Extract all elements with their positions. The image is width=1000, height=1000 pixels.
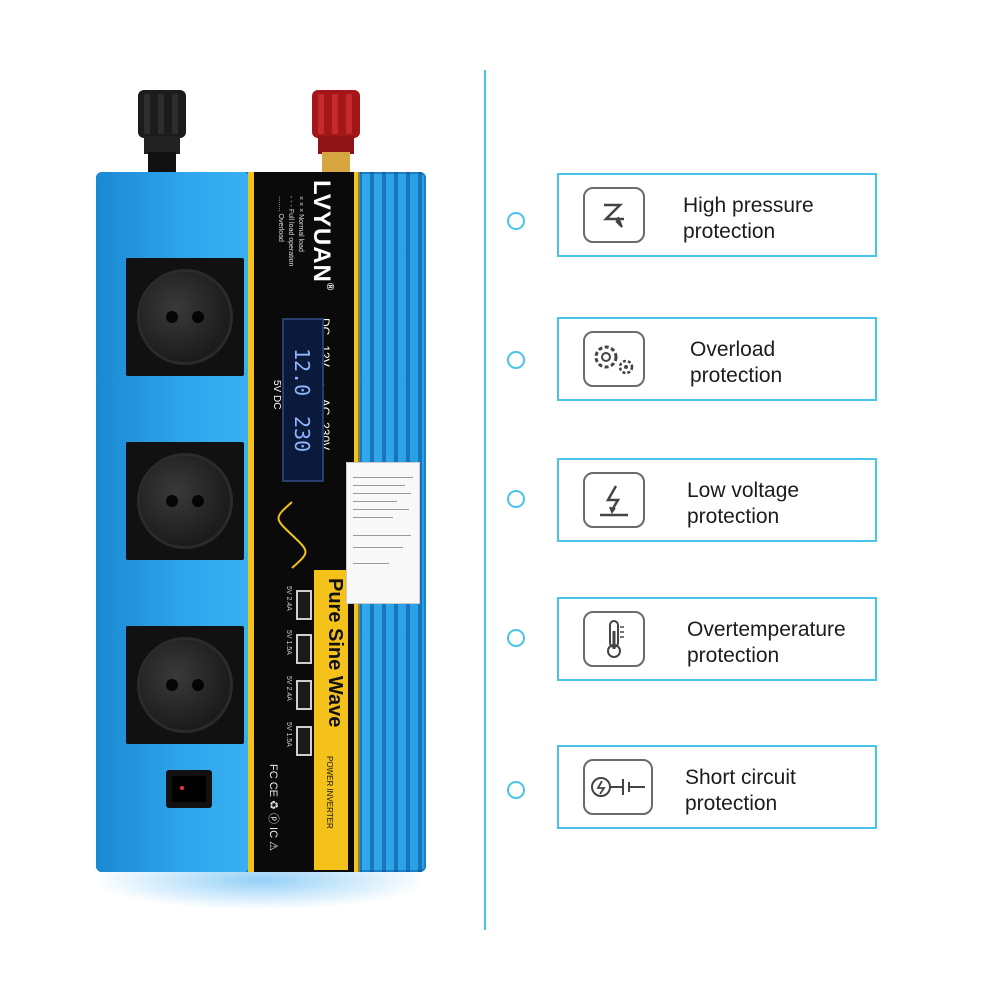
- usb-port[interactable]: [296, 726, 312, 756]
- switch-rocker: [172, 776, 206, 802]
- feature-subtitle: protection: [683, 220, 776, 243]
- socket-pin: [192, 679, 204, 691]
- legend-normal: × × × Normal load: [297, 196, 304, 252]
- timeline-dot: [507, 351, 525, 369]
- spec-sticker: [346, 462, 420, 604]
- socket-pin: [166, 495, 178, 507]
- sticker-line: [353, 477, 413, 478]
- feature-subtitle: protection: [690, 364, 783, 387]
- ac-socket[interactable]: [126, 442, 244, 560]
- lcd-display: 12.0 230: [282, 318, 324, 482]
- certification-marks: FC CE ♻ ⓟ IC ⚠: [267, 764, 279, 851]
- ac-socket[interactable]: [126, 626, 244, 744]
- sticker-line: [353, 563, 389, 564]
- feature-card-short-circuit: Short circuit protection: [557, 745, 877, 829]
- feature-title: Short circuit: [685, 766, 796, 789]
- legend-full: - - - Full load operation: [287, 196, 294, 267]
- product-line-text: Pure Sine Wave: [324, 578, 346, 728]
- switch-off-mark: [180, 786, 184, 790]
- feature-title: Overtemperature: [687, 618, 846, 641]
- feature-title: Overload: [690, 338, 776, 361]
- timeline-dot: [507, 490, 525, 508]
- high-pressure-icon: [583, 187, 645, 243]
- legend-overload: ........ Overload: [277, 196, 284, 242]
- thermometer-icon: [583, 611, 645, 667]
- socket-pin: [192, 495, 204, 507]
- socket-face: [140, 456, 230, 546]
- feature-card-overload: Overload protection: [557, 317, 877, 401]
- timeline-dot: [507, 781, 525, 799]
- socket-pin: [192, 311, 204, 323]
- usb-voltage-label: 5V DC: [271, 380, 282, 410]
- power-switch[interactable]: [166, 770, 212, 808]
- timeline-dot: [507, 212, 525, 230]
- feature-title: Low voltage: [687, 479, 800, 502]
- feature-subtitle: protection: [685, 792, 778, 815]
- sticker-line: [353, 517, 393, 518]
- feature-subtitle: protection: [687, 505, 780, 528]
- feature-label: Overload protection: [690, 337, 782, 389]
- short-circuit-icon: [583, 759, 653, 815]
- socket-face: [140, 640, 230, 730]
- sine-wave-graphic: [277, 501, 307, 569]
- overload-gears-icon: [583, 331, 645, 387]
- feature-label: Overtemperature protection: [687, 617, 846, 669]
- sticker-line: [353, 501, 397, 502]
- feature-card-overtemperature: Overtemperature protection: [557, 597, 877, 681]
- feature-label: Short circuit protection: [685, 765, 796, 817]
- usb-port[interactable]: [296, 634, 312, 664]
- usb-port-label: 5V 2.4A: [285, 586, 292, 611]
- vertical-divider: [484, 70, 486, 930]
- usb-port[interactable]: [296, 590, 312, 620]
- sticker-line: [353, 535, 411, 536]
- socket-pin: [166, 311, 178, 323]
- power-inverter-product: LVYUAN® × × × Normal load - - - Full loa…: [0, 0, 460, 1000]
- sticker-line: [353, 485, 405, 486]
- product-subtitle: POWER INVERTER: [325, 756, 334, 829]
- timeline-dot: [507, 629, 525, 647]
- usb-port-label: 5V 2.4A: [285, 676, 292, 701]
- socket-pin: [166, 679, 178, 691]
- feature-card-low-voltage: Low voltage protection: [557, 458, 877, 542]
- feature-card-high-pressure: High pressure protection: [557, 173, 877, 257]
- product-line-tag: [314, 570, 348, 870]
- feature-subtitle: protection: [687, 644, 780, 667]
- brand-name: LVYUAN: [308, 180, 335, 283]
- socket-face: [140, 272, 230, 362]
- ac-socket[interactable]: [126, 258, 244, 376]
- fin: [418, 172, 422, 872]
- negative-terminal: [138, 90, 186, 174]
- ac-reading: 230: [290, 416, 314, 453]
- low-voltage-icon: [583, 472, 645, 528]
- feature-label: Low voltage protection: [687, 478, 799, 530]
- feature-label: High pressure protection: [683, 193, 814, 245]
- dc-reading: 12.0: [290, 348, 314, 397]
- sticker-line: [353, 493, 411, 494]
- usb-port-label: 5V 1.5A: [285, 722, 292, 747]
- brand-mark: ®: [324, 282, 335, 292]
- positive-terminal: [312, 90, 360, 174]
- feature-title: High pressure: [683, 194, 814, 217]
- sticker-line: [353, 509, 409, 510]
- usb-port[interactable]: [296, 680, 312, 710]
- brand-logo: LVYUAN®: [307, 180, 335, 291]
- sticker-line: [353, 547, 403, 548]
- usb-port-label: 5V 1.5A: [285, 630, 292, 655]
